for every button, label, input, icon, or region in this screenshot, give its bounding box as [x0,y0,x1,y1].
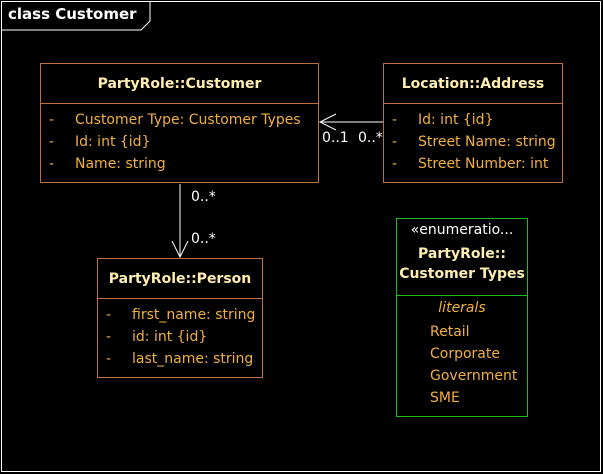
attribute-text: first_name: string [132,307,256,323]
attribute-row[interactable]: - last_name: string [98,348,262,370]
association-customer-person[interactable] [171,184,189,259]
attribute-text: Customer Type: Customer Types [75,112,301,128]
attribute-text: Street Number: int [418,156,549,172]
attribute-text: last_name: string [132,351,254,367]
enum-literal[interactable]: Government [430,368,518,384]
diagram-title: class Customer [8,5,137,23]
attribute-text: Id: int {id} [418,112,494,128]
enum-literal[interactable]: SME [430,390,460,406]
attribute-list: - Customer Type: Customer Types - Id: in… [41,104,318,175]
attribute-text: Street Name: string [418,134,556,150]
visibility-marker: - [392,134,398,150]
attribute-row[interactable]: - Id: int {id} [41,131,318,153]
visibility-marker: - [106,351,112,367]
attribute-list: - Id: int {id} - Street Name: string - S… [384,104,562,175]
multiplicity-customer-source: 0..* [191,189,216,205]
visibility-marker: - [392,156,398,172]
enum-literal-list: Retail Corporate Government SME [430,321,517,409]
enumeration-customer-types[interactable]: «enumeratio... PartyRole:: Customer Type… [396,218,528,417]
multiplicity-customer-end: 0..1 [322,130,349,146]
visibility-marker: - [49,134,55,150]
class-name: PartyRole::Person [98,259,262,299]
attribute-text: id: int {id} [132,329,208,345]
frame-tab [1,1,151,31]
multiplicity-person-end: 0..* [191,231,216,247]
class-customer[interactable]: PartyRole::Customer - Customer Type: Cus… [40,63,319,183]
attribute-text: Name: string [75,156,166,172]
visibility-marker: - [106,329,112,345]
enum-name: PartyRole:: Customer Types [397,244,527,284]
association-address-customer[interactable] [318,113,383,131]
attribute-row[interactable]: - Name: string [41,153,318,175]
enum-compartment-label: literals [438,300,486,316]
enum-literal[interactable]: Corporate [430,346,500,362]
enum-name-line: Customer Types [399,266,525,282]
attribute-row[interactable]: - Customer Type: Customer Types [41,109,318,131]
enum-divider [397,295,527,296]
multiplicity-address-end: 0..* [358,130,383,146]
visibility-marker: - [106,307,112,323]
attribute-row[interactable]: - first_name: string [98,304,262,326]
attribute-list: - first_name: string - id: int {id} - la… [98,299,262,370]
class-name: PartyRole::Customer [41,64,318,104]
enum-literal[interactable]: Retail [430,324,470,340]
attribute-row[interactable]: - Street Number: int [384,153,562,175]
class-person[interactable]: PartyRole::Person - first_name: string -… [97,258,263,378]
attribute-text: Id: int {id} [75,134,151,150]
enum-stereotype: «enumeratio... [410,222,514,238]
attribute-row[interactable]: - Id: int {id} [384,109,562,131]
attribute-row[interactable]: - Street Name: string [384,131,562,153]
enum-name-line: PartyRole:: [418,246,506,262]
class-name: Location::Address [384,64,562,104]
attribute-row[interactable]: - id: int {id} [98,326,262,348]
visibility-marker: - [392,112,398,128]
visibility-marker: - [49,112,55,128]
visibility-marker: - [49,156,55,172]
class-address[interactable]: Location::Address - Id: int {id} - Stree… [383,63,563,183]
